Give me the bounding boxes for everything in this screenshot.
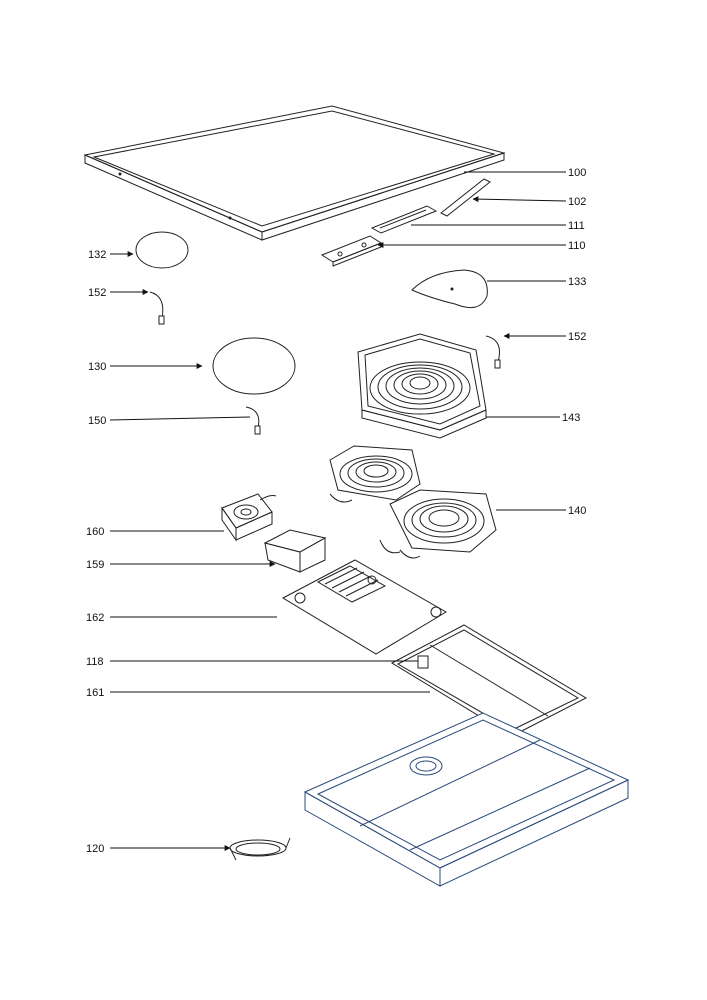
callout-160: 160 [86, 526, 104, 538]
callout-110: 110 [568, 240, 586, 252]
dual-induction-coils [329, 445, 497, 559]
callout-130: 130 [88, 361, 106, 373]
sensor-cable-right [485, 335, 501, 369]
callout-102: 102 [568, 196, 586, 208]
callout-150: 150 [88, 415, 106, 427]
leader-102 [472, 196, 567, 203]
callout-152-right: 152 [568, 331, 586, 343]
leader-lines [109, 171, 567, 851]
power-cord [229, 837, 291, 861]
base-housing [303, 712, 630, 887]
fan-duct-cover [263, 529, 327, 573]
sensor-cable-lower [245, 406, 261, 435]
glass-top-plate [83, 105, 506, 241]
leader-150 [109, 416, 251, 421]
control-board [370, 205, 438, 234]
small-mica-disc [135, 231, 189, 269]
callout-140: 140 [568, 505, 586, 517]
triangular-mica-sheet [411, 269, 488, 309]
callout-152-left: 152 [88, 287, 106, 299]
sensor-cable-left [149, 291, 165, 325]
callout-162: 162 [86, 612, 104, 624]
large-induction-coil [357, 333, 487, 439]
callout-labels: 100 102 111 110 133 132 152 152 130 143 … [86, 167, 586, 855]
large-mica-disc [212, 337, 296, 395]
callout-159: 159 [86, 559, 104, 571]
cooling-fan [221, 493, 277, 542]
cable-clip [417, 655, 429, 669]
board-support-frame [390, 624, 588, 737]
callout-132: 132 [88, 249, 106, 261]
callout-100: 100 [568, 167, 586, 179]
callout-120: 120 [86, 843, 104, 855]
control-board-holder [320, 235, 383, 267]
callout-133: 133 [568, 276, 586, 288]
callout-143: 143 [562, 412, 580, 424]
callout-161: 161 [86, 687, 104, 699]
callout-111: 111 [568, 220, 585, 232]
callout-118: 118 [86, 656, 104, 668]
sensor-strip [440, 178, 491, 217]
power-board [281, 559, 447, 655]
